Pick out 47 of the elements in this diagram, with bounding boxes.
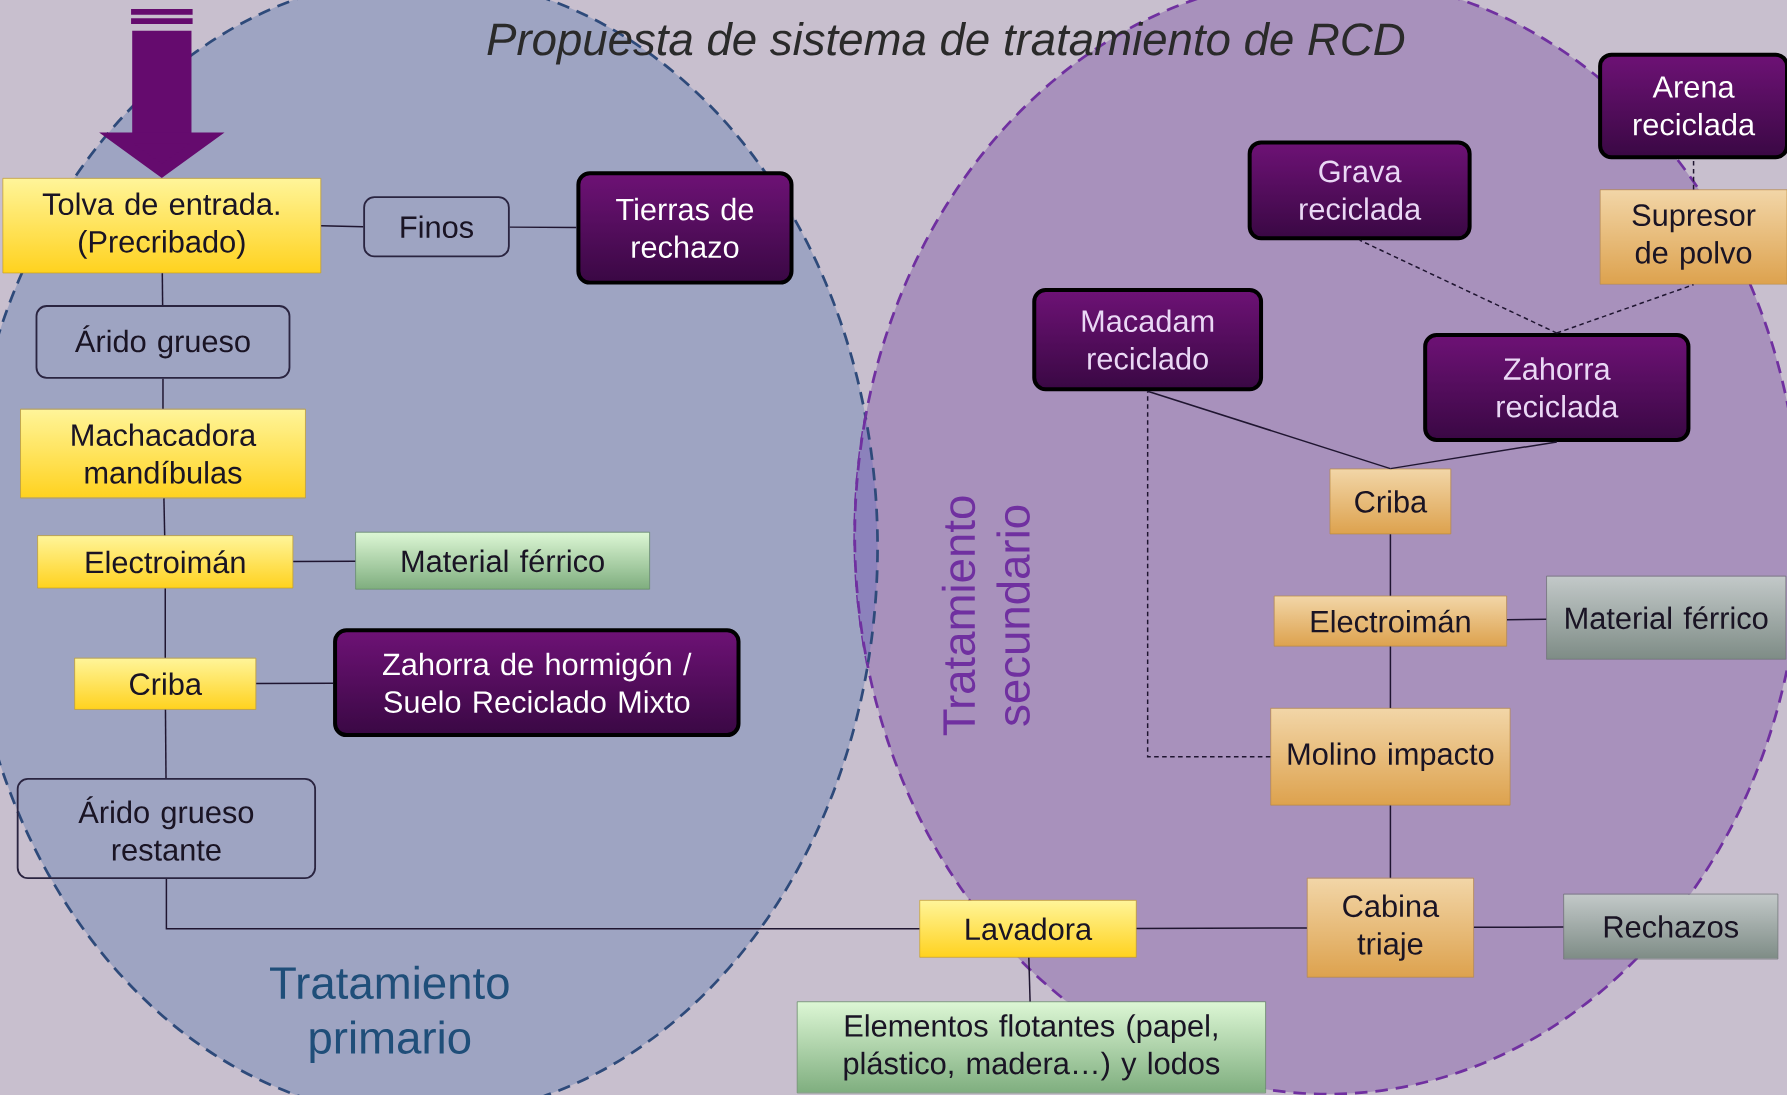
product-box: Tierras de rechazo <box>576 171 794 285</box>
product-box: Zahorra de hormigón / Suelo Reciclado Mixto <box>333 628 741 737</box>
process-box: Machacadora mandíbulas <box>20 408 306 499</box>
connector-line <box>1692 158 1695 191</box>
process-box: Criba <box>1329 468 1452 535</box>
process-box: Tolva de entrada. (Precribado) <box>2 177 322 274</box>
material-box: Árido grueso <box>35 304 291 379</box>
connector-line <box>165 878 921 930</box>
output-box: Rechazos <box>1563 893 1779 960</box>
process-box: Criba <box>74 657 257 710</box>
connector-line <box>161 272 164 306</box>
output-box: Material férrico <box>1546 575 1787 660</box>
connector-line <box>320 224 364 228</box>
connector-line <box>1473 926 1565 928</box>
connector-line <box>164 587 166 659</box>
process-box: Electroimán <box>37 535 294 589</box>
process-box: Lavadora <box>919 899 1137 958</box>
connector-line <box>255 682 334 685</box>
connector-line <box>1389 441 1558 470</box>
product-box: Arena reciclada <box>1598 52 1787 160</box>
connector-line <box>1506 618 1547 621</box>
connector-line <box>1146 390 1392 470</box>
connector-line <box>1389 804 1392 879</box>
process-box: Electroimán <box>1273 595 1507 647</box>
material-box: Árido grueso restante <box>16 777 317 879</box>
process-box: Cabina triaje <box>1306 877 1474 978</box>
title: Propuesta de sistema de tratamiento de RCD <box>487 21 1405 65</box>
connector-line <box>1358 239 1558 334</box>
material-box: Finos <box>363 196 510 258</box>
connector-line <box>292 560 356 563</box>
connector-line <box>164 708 167 779</box>
connector-line <box>509 226 578 229</box>
connector-line <box>1389 533 1392 597</box>
connector-line <box>1135 927 1308 930</box>
connector-line <box>162 377 164 410</box>
connector-line <box>1389 645 1392 709</box>
product-box: Macadam reciclado <box>1032 287 1264 392</box>
connector-line <box>1028 956 1031 1003</box>
output-box: Material férrico <box>355 531 650 590</box>
connector-line <box>1146 390 1272 758</box>
product-box: Grava reciclada <box>1247 140 1472 241</box>
process-box: Molino impacto <box>1270 707 1511 806</box>
connector-line <box>1556 283 1695 334</box>
process-box: Supresor de polvo <box>1599 189 1787 285</box>
output-box: Elementos flotantes (papel, plástico, madera…) y lodos <box>796 1001 1266 1094</box>
connector-line <box>163 497 166 536</box>
product-box: Zahorra reciclada <box>1423 332 1691 442</box>
